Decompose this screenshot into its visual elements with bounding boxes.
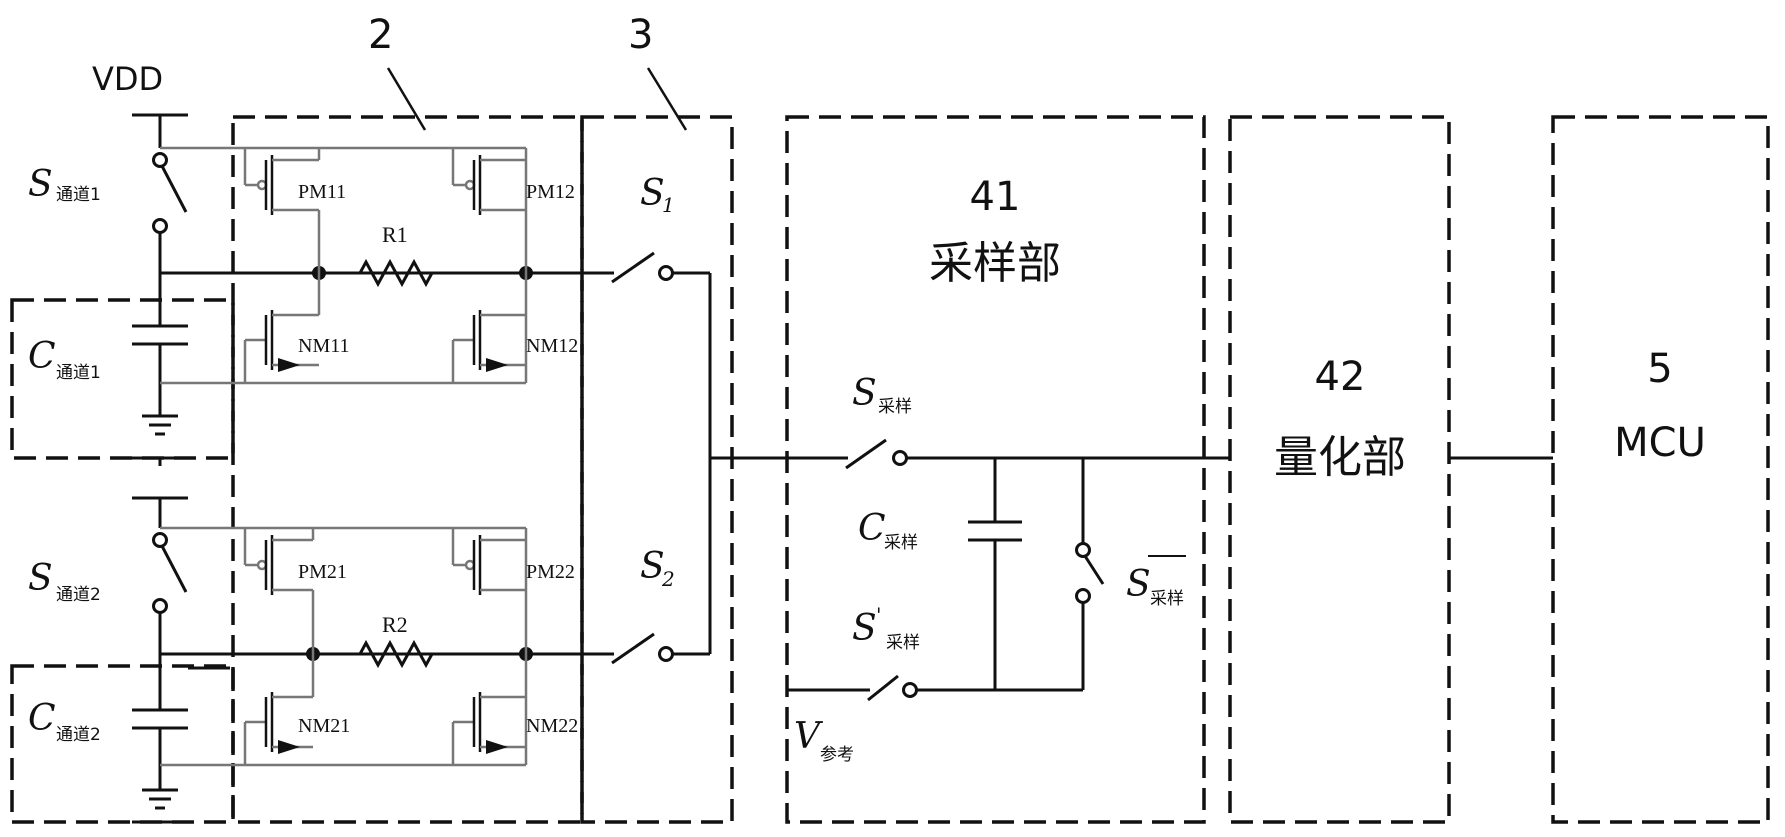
label-2: 2	[368, 12, 393, 58]
block42-title: 量化部	[1274, 432, 1406, 483]
block5-number: 5	[1647, 346, 1672, 392]
s2-label: S	[640, 546, 665, 587]
s-sample-sub: 采样	[878, 397, 912, 417]
nm21-transistor	[245, 654, 315, 754]
c-ch1-sub: 通道1	[56, 363, 101, 383]
block-41-outline	[785, 115, 1206, 824]
block-3-outline	[580, 115, 734, 824]
block-2-outline	[231, 115, 584, 824]
nm22-transistor	[453, 692, 526, 754]
label-3: 3	[628, 12, 653, 58]
s-bar-sample-label: S	[1126, 564, 1151, 605]
s-prime-sample-sub: 采样	[886, 633, 920, 653]
c-sample-sub: 采样	[884, 533, 918, 553]
s1-sub: 1	[662, 193, 675, 217]
c-sample-label: C	[858, 508, 886, 549]
nm11-label: NM11	[298, 335, 349, 357]
block41-number: 41	[970, 174, 1021, 220]
vdd-label: VDD	[92, 60, 163, 98]
v-ref-label: V	[794, 716, 824, 757]
cap-ch1-outline	[10, 298, 235, 460]
c-ch2-sub: 通道2	[56, 725, 101, 745]
s-ch2-sub: 通道2	[56, 585, 101, 605]
cap-ch2-outline	[10, 664, 235, 824]
r2-label: R2	[382, 612, 408, 637]
v-ref-sub: 参考	[820, 745, 854, 765]
block-5-outline	[1551, 115, 1770, 824]
block5-title: MCU	[1614, 420, 1706, 466]
nm21-label: NM21	[298, 715, 350, 737]
nm22-label: NM22	[526, 715, 578, 737]
s-prime-sample-label: S	[852, 608, 877, 649]
pm21-transistor	[245, 528, 315, 654]
pm12-label: PM12	[526, 181, 575, 203]
dashed-blocks	[10, 115, 1770, 824]
block41-title: 采样部	[929, 238, 1061, 289]
s-ch1-label: S	[28, 164, 53, 205]
s1-label: S	[640, 173, 665, 214]
c-ch2-label: C	[28, 698, 56, 739]
s2-sub: 2	[661, 567, 675, 591]
pm22-transistor	[453, 535, 526, 595]
nm12-transistor	[453, 310, 526, 372]
pm11-label: PM11	[298, 181, 346, 203]
transistor-array	[160, 146, 528, 767]
s-ch1-sub: 通道1	[56, 185, 101, 205]
c-ch1-label: C	[28, 336, 56, 377]
s-ch2-label: S	[28, 558, 53, 599]
r1-label: R1	[382, 222, 408, 247]
pm21-label: PM21	[298, 561, 347, 583]
pm11-transistor	[245, 148, 321, 273]
nm12-label: NM12	[526, 335, 578, 357]
s-sample-label: S	[852, 373, 877, 414]
block42-number: 42	[1315, 354, 1366, 400]
s-bar-sample-sub: 采样	[1150, 589, 1184, 609]
block-42-outline	[1228, 115, 1451, 824]
s-prime-mark: '	[876, 603, 882, 627]
pm12-transistor	[453, 155, 526, 215]
nm11-transistor	[245, 273, 321, 372]
pm22-label: PM22	[526, 561, 575, 583]
